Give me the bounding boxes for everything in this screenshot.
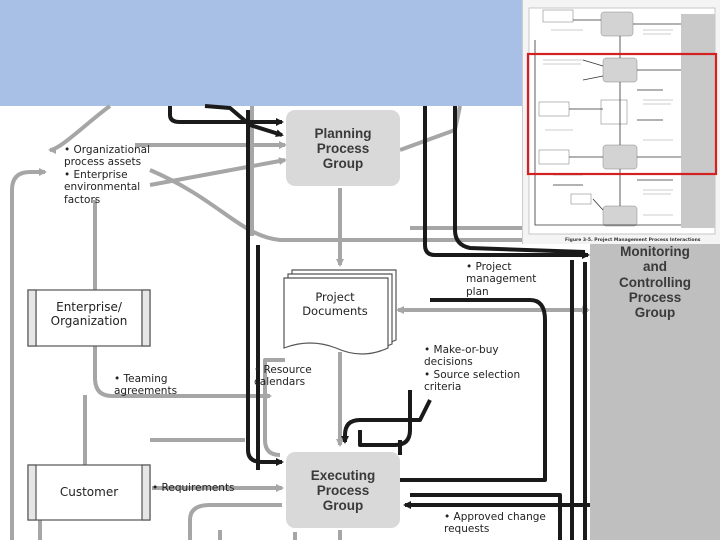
slide-title-band [0,0,522,106]
make-or-buy-label: • Make-or-buy decisions • Source selecti… [424,344,521,394]
approved-change-requests-label: • Approved change requests [444,511,546,536]
requirements-label: • Requirements [152,482,235,494]
thumbnail-panel: Figure 3-5. Project Management Process I… [522,0,720,244]
highlight-rectangle [526,52,718,176]
thumbnail-diagram [526,7,718,235]
executing-group-label: Executing Process Group [310,468,376,514]
executing-group-box [286,452,400,528]
thumbnail-caption: Figure 3-5. Project Management Process I… [565,238,701,243]
project-management-plan-label: • Project management plan [466,261,537,298]
planning-group-label: Planning Process Group [314,126,372,172]
customer-label: Customer [59,485,119,499]
enterprise-organization-label: Enterprise/ Organization [50,300,128,329]
project-documents-label: Project Documents [302,290,368,318]
resource-calendars-label: • Resource calendars [254,364,312,389]
monitoring-group-label: Monitoring and Controlling Process Group [619,244,691,320]
teaming-agreements-label: • Teaming agreements [114,373,178,398]
monitoring-column [590,244,720,540]
planning-group-box [286,110,400,186]
org-assets-label: • Organizational process assets • Enterp… [64,144,151,206]
